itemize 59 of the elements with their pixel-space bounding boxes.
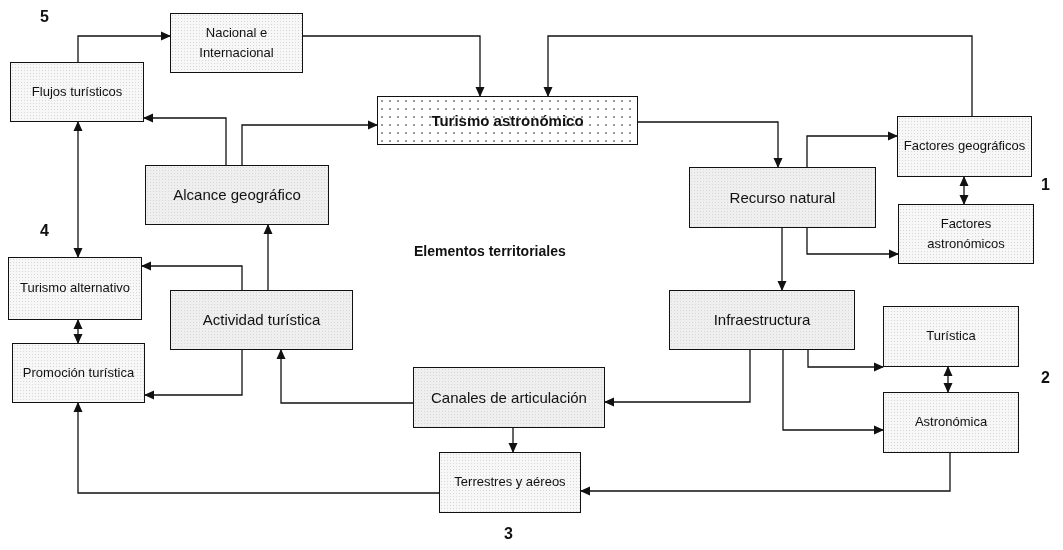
arrow <box>508 427 518 453</box>
process-box <box>413 367 605 428</box>
arrow <box>806 227 899 259</box>
arrow <box>73 319 83 344</box>
process-box <box>145 165 329 225</box>
arrow <box>604 349 751 407</box>
box-label: Promoción turística <box>21 363 136 382</box>
box-label: Flujos turísticos <box>30 82 124 101</box>
arrow <box>580 452 951 496</box>
process-box <box>10 62 144 122</box>
arrow <box>141 261 243 291</box>
box-label: Terrestres y aéreos <box>453 473 567 492</box>
arrow <box>263 224 273 291</box>
arrow <box>943 366 953 393</box>
process-box <box>377 96 638 145</box>
box-label: Infraestructura <box>712 310 812 330</box>
process-box <box>689 167 876 228</box>
arrow <box>543 35 973 117</box>
callout-number: 4 <box>40 222 49 240</box>
arrow <box>276 349 414 404</box>
box-label: Factores geográficos <box>902 137 1027 156</box>
box-label: Alcance geográfico <box>172 185 302 205</box>
callout-number: 2 <box>1041 369 1050 387</box>
box-label: Astronómica <box>913 413 989 432</box>
arrow <box>806 131 898 168</box>
box-label: Turismo alternativo <box>18 279 132 298</box>
process-box <box>170 290 353 350</box>
process-box <box>669 290 855 350</box>
arrow <box>637 121 783 168</box>
arrow <box>73 121 83 258</box>
callout-number: 5 <box>40 8 49 26</box>
box-label: Recurso natural <box>728 187 837 208</box>
box-label: Turística <box>925 327 977 346</box>
process-box <box>439 452 581 513</box>
process-box <box>898 204 1034 264</box>
process-box <box>12 343 145 403</box>
process-box <box>897 116 1032 177</box>
arrow <box>241 120 378 166</box>
process-box <box>883 392 1019 453</box>
box-label: Factores astronómicos <box>926 214 1006 253</box>
process-box <box>8 257 142 320</box>
arrow <box>782 349 884 435</box>
process-box <box>883 306 1019 367</box>
box-label: Turismo astronómico <box>430 112 585 129</box>
arrow <box>777 227 787 291</box>
box-label: Canales de articulación <box>430 387 588 408</box>
box-label: Nacional e Internacional <box>198 23 275 62</box>
box-label: Actividad turística <box>201 310 322 330</box>
arrow <box>77 31 171 63</box>
callout-number: 3 <box>504 525 513 543</box>
diagram-heading: Elementos territoriales <box>414 243 566 259</box>
callout-number: 1 <box>1041 176 1050 194</box>
process-box <box>170 13 303 73</box>
arrow <box>302 35 485 97</box>
arrow <box>959 176 969 205</box>
arrow <box>73 402 440 494</box>
arrow <box>144 349 243 400</box>
arrow <box>143 113 227 166</box>
arrow <box>807 349 884 372</box>
